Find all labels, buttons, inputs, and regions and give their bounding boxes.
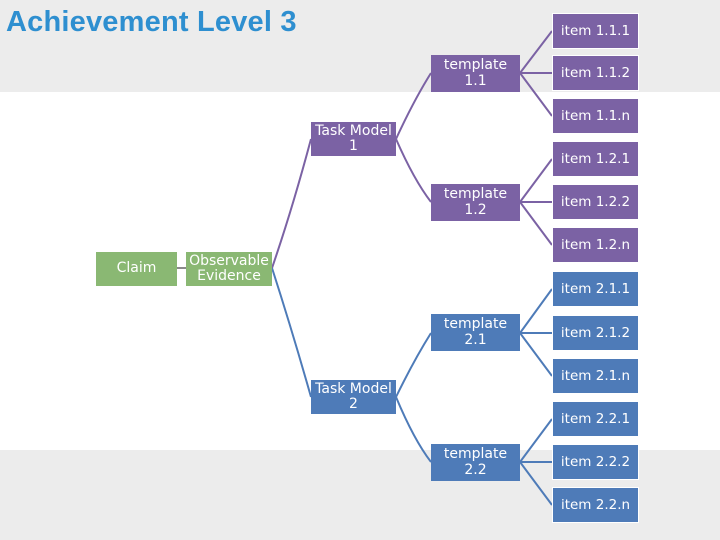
item-node: item 2.1.2 [552,315,639,351]
item-node: item 1.2.n [552,227,639,263]
page-title: Achievement Level 3 [6,6,297,38]
item-label: item 1.1.1 [560,22,631,39]
task-model-2-node: Task Model 2 [311,380,396,414]
connector-task2-template21 [395,332,432,398]
connector-template21-items [519,288,553,377]
template-1-1-node: template 1.1 [431,55,520,92]
item-label: item 1.2.1 [560,150,631,167]
connector-template22-items [519,418,553,506]
template-1-2-node: template 1.2 [431,184,520,221]
connector-task2-template22 [395,396,432,463]
observable-evidence-line2: Evidence [197,268,261,284]
item-label: item 1.2.n [560,236,631,253]
template-2-2-node: template 2.2 [431,444,520,481]
claim-node: Claim [96,252,177,286]
connector-task1-template12 [395,138,432,203]
task-model-1-node: Task Model 1 [311,122,396,156]
connector-evidence-task1 [271,138,312,269]
item-node: item 2.2.2 [552,444,639,480]
item-node: item 1.2.1 [552,141,639,177]
template-2-2-line2: 2.2 [464,461,487,478]
observable-evidence-node: Observable Evidence [186,252,272,286]
item-node: item 2.1.1 [552,271,639,307]
task-model-1-line1: Task Model [315,122,392,139]
task-model-1-line2: 1 [349,138,358,154]
template-2-2-line1: template [443,446,508,463]
connector-template12-items [519,158,553,246]
template-2-1-node: template 2.1 [431,314,520,351]
item-node: item 1.1.n [552,98,639,134]
template-1-2-line2: 1.2 [464,201,487,218]
item-node: item 2.2.1 [552,401,639,437]
item-label: item 1.2.2 [560,193,631,210]
item-node: item 1.2.2 [552,184,639,220]
connector-task1-template11 [395,72,432,140]
item-label: item 1.1.2 [560,64,631,81]
connector-template11-items [519,30,553,117]
template-1-2-line1: template [443,186,508,203]
item-label: item 2.1.2 [560,324,631,341]
item-label: item 2.2.2 [560,453,631,470]
item-label: item 1.1.n [560,107,631,124]
observable-evidence-line1: Observable [189,252,269,269]
item-node: item 1.1.2 [552,55,639,91]
item-label: item 2.2.1 [560,410,631,427]
item-label: item 2.1.n [560,367,631,384]
template-2-1-line2: 2.1 [464,331,487,348]
connector-evidence-task2 [271,267,312,398]
item-label: item 2.2.n [560,496,631,513]
item-node: item 2.1.n [552,358,639,394]
template-1-1-line1: template [443,57,508,74]
item-node: item 2.2.n [552,487,639,523]
task-model-2-line2: 2 [349,396,358,412]
template-2-1-line1: template [443,316,508,333]
item-label: item 2.1.1 [560,280,631,297]
claim-label: Claim [116,260,157,277]
item-node: item 1.1.1 [552,13,639,49]
template-1-1-line2: 1.1 [464,72,487,89]
task-model-2-line1: Task Model [315,380,392,397]
